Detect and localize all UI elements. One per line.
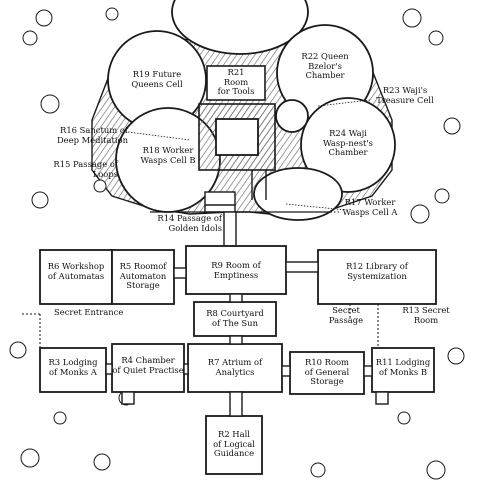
room-label-r2: R2 Hall of Logical Guidance xyxy=(213,429,255,458)
pillar xyxy=(215,118,259,156)
tree-icon xyxy=(426,460,446,480)
room-r11-box xyxy=(371,347,435,393)
tree-icon xyxy=(93,179,107,193)
room-label-r15: R15 Passage of Loops xyxy=(53,159,118,179)
cell-top xyxy=(171,0,309,55)
corridor xyxy=(121,391,135,405)
room-label-r16: R16 Sanctum of Deep Meditation xyxy=(56,125,128,145)
room-label-r17: R17 Worker Wasps Cell A xyxy=(342,197,398,217)
room-label-r5: R5 Roomof Automaton Storage xyxy=(119,261,167,290)
corridor xyxy=(229,335,243,345)
room-r6-box xyxy=(39,249,113,305)
corridor xyxy=(363,365,373,377)
room-r21-box xyxy=(206,65,266,101)
corridor-r14 xyxy=(223,211,237,247)
cell-r24 xyxy=(300,97,396,193)
tree-icon xyxy=(410,204,430,224)
room-r9-box xyxy=(185,245,287,295)
room-label-r24: R24 Waji Wasp-nest's Chamber xyxy=(323,128,373,157)
corridor xyxy=(229,293,243,303)
corridor xyxy=(183,363,189,375)
tree-icon xyxy=(35,9,53,27)
room-r3-box xyxy=(39,347,107,393)
room-label-r12: R12 Library of Systemization xyxy=(346,261,408,281)
tree-icon xyxy=(447,347,465,365)
corridor xyxy=(173,267,187,279)
room-label-r7: R7 Atrium of Analytics xyxy=(207,357,263,377)
room-r2-box xyxy=(205,415,263,475)
tree-icon xyxy=(434,188,450,204)
corridor xyxy=(229,391,243,417)
tree-icon xyxy=(93,453,111,471)
room-label-r18: R18 Worker Wasps Cell B xyxy=(140,145,196,165)
room-label-r8: R8 Courtyard of The Sun xyxy=(206,308,264,328)
tree-icon xyxy=(402,8,422,28)
note-secret-entrance: Secret Entrance xyxy=(54,307,124,317)
note-r13-secret-room: R13 Secret Room xyxy=(402,305,450,325)
corridor xyxy=(285,261,319,273)
tree-icon xyxy=(53,411,67,425)
tree-icon xyxy=(428,30,444,46)
tree-icon xyxy=(310,462,326,478)
note-secret-passage: Secret Passage xyxy=(328,305,364,325)
room-label-r9: R9 Room of Emptiness xyxy=(211,260,261,280)
corridor xyxy=(105,363,113,375)
corridor xyxy=(375,391,389,405)
tree-icon xyxy=(40,94,60,114)
room-label-r22: R22 Queen Bzelor's Chamber xyxy=(301,51,349,80)
shaft xyxy=(204,191,236,213)
room-label-r3: R3 Lodging of Monks A xyxy=(48,357,98,377)
room-label-r19: R19 Future Queens Cell xyxy=(131,69,183,89)
tree-icon xyxy=(397,411,411,425)
tree-icon xyxy=(105,7,119,21)
room-label-r4: R4 Chamber of Quiet Practise xyxy=(112,355,184,375)
corridor xyxy=(281,365,291,377)
tree-icon xyxy=(20,448,40,468)
room-r12-box xyxy=(317,249,437,305)
tree-icon xyxy=(443,117,461,135)
room-label-r6: R6 Workshop of Automatas xyxy=(47,261,105,281)
room-label-r21: R21 Room for Tools xyxy=(217,67,255,96)
room-label-r14: R14 Passage of Golden Idols xyxy=(157,213,222,233)
cell-r23 xyxy=(275,99,309,133)
tree-icon xyxy=(9,341,27,359)
tree-icon xyxy=(31,191,49,209)
tree-icon xyxy=(22,30,38,46)
room-label-r10: R10 Room of General Storage xyxy=(304,357,350,386)
room-label-r23: R23 Waji's Treasure Cell xyxy=(376,85,434,105)
room-label-r11: R11 Lodging of Monks B xyxy=(375,357,431,377)
